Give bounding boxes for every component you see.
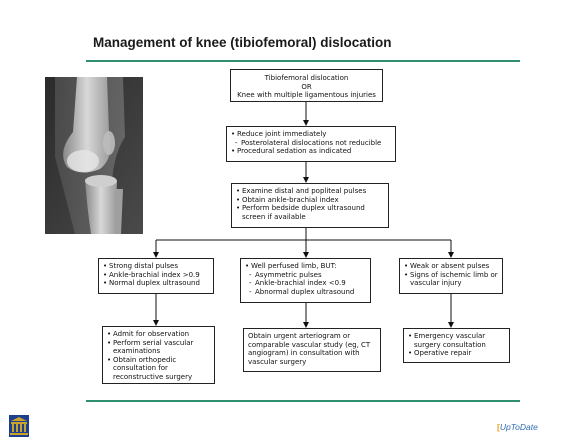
box-examine-pulses: Examine distal and popliteal pulses Obta… bbox=[231, 183, 389, 228]
list-item: Operative repair bbox=[408, 349, 505, 358]
list-item: Obtain ankle-brachial index bbox=[236, 196, 384, 205]
box-strong-pulses: Strong distal pulses Ankle-brachial inde… bbox=[98, 258, 214, 294]
list-item: Emergency vascular surgery consultation bbox=[408, 332, 505, 349]
list-item: Signs of ischemic limb or vascular injur… bbox=[404, 271, 498, 288]
box-urgent-arteriogram: Obtain urgent arteriogram or comparable … bbox=[243, 328, 381, 372]
list-subitem: Abnormal duplex ultrasound bbox=[245, 288, 366, 297]
list-item: Strong distal pulses bbox=[103, 262, 209, 271]
box-well-perfused: Well perfused limb, BUT: Asymmetric puls… bbox=[240, 258, 371, 303]
list-item: Procedural sedation as indicated bbox=[231, 147, 391, 156]
list-item: Well perfused limb, BUT: bbox=[245, 262, 366, 271]
footer-rule bbox=[86, 400, 520, 402]
list-item: Obtain orthopedic consultation for recon… bbox=[107, 356, 210, 382]
list-item: Normal duplex ultrasound bbox=[103, 279, 209, 288]
institution-building-logo bbox=[9, 415, 29, 437]
list-item: Ankle-brachial index >0.9 bbox=[103, 271, 209, 280]
list-item: Perform serial vascular examinations bbox=[107, 339, 210, 356]
box-line: Tibiofemoral dislocation bbox=[235, 74, 378, 83]
uptodate-logo: [UpToDate bbox=[497, 422, 538, 432]
list-item: Examine distal and popliteal pulses bbox=[236, 187, 384, 196]
list-item: Admit for observation bbox=[107, 330, 210, 339]
brand-text: UpToDate bbox=[500, 422, 538, 432]
box-weak-pulses: Weak or absent pulses Signs of ischemic … bbox=[399, 258, 503, 294]
list-item: Reduce joint immediately bbox=[231, 130, 391, 139]
box-text: Obtain urgent arteriogram or comparable … bbox=[248, 332, 376, 366]
box-dislocation-start: Tibiofemoral dislocation OR Knee with mu… bbox=[230, 69, 383, 102]
list-item: Weak or absent pulses bbox=[404, 262, 498, 271]
box-line: Knee with multiple ligamentous injuries bbox=[235, 91, 378, 100]
box-emergency-surgery: Emergency vascular surgery consultation … bbox=[403, 328, 510, 363]
box-admit-observation: Admit for observation Perform serial vas… bbox=[102, 326, 215, 384]
list-subitem: Asymmetric pulses bbox=[245, 271, 366, 280]
box-reduce-joint: Reduce joint immediately Posterolateral … bbox=[226, 126, 396, 162]
list-subitem: Posterolateral dislocations not reducibl… bbox=[231, 139, 391, 148]
box-line: OR bbox=[235, 83, 378, 92]
list-subitem: Ankle-brachial index <0.9 bbox=[245, 279, 366, 288]
list-item: Perform bedside duplex ultrasound screen… bbox=[236, 204, 384, 221]
